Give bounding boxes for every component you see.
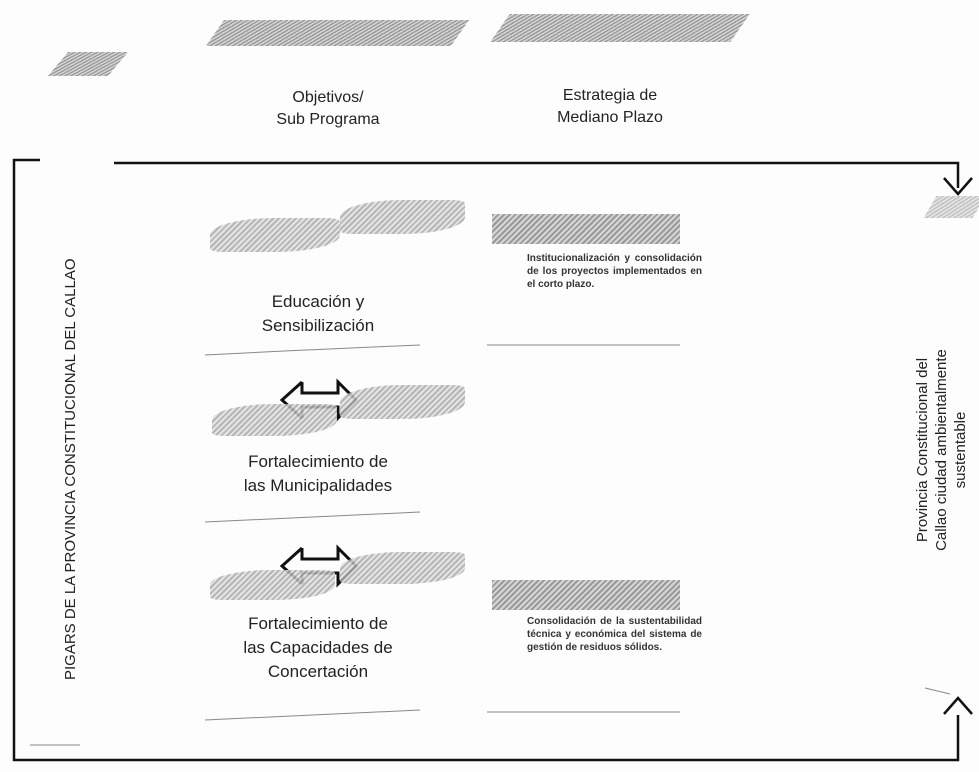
strategy-2-bar xyxy=(492,580,680,610)
program-2-wave-left xyxy=(212,404,337,436)
program-2-wave-right xyxy=(340,385,465,419)
right-vertical-label: Provincia Constitucional del Callao ciud… xyxy=(914,349,969,551)
program-3-wave-right xyxy=(340,552,465,584)
program-municipalities-label: Fortalecimiento de las Municipalidades xyxy=(243,452,393,495)
program-concertation-label: Fortalecimiento de las Capacidades de Co… xyxy=(243,614,393,681)
right-top-arrowhead xyxy=(943,177,973,196)
right-bottom-arrowhead xyxy=(943,696,973,715)
program-1-wave-left xyxy=(210,218,340,252)
left-bracket-line xyxy=(12,158,960,762)
strategy-1-bar xyxy=(492,214,680,244)
strategy-header: Estrategia de Mediano Plazo xyxy=(557,87,663,126)
program-education-label: Educación y Sensibilización xyxy=(261,292,375,335)
program-1-wave-right xyxy=(340,200,465,234)
left-vertical-label: PIGARS DE LA PROVINCIA CONSTITUCIONAL DE… xyxy=(62,258,79,680)
program-3-wave-left xyxy=(210,570,335,600)
objectives-header: Objetivos/ Sub Programa xyxy=(276,89,380,128)
strategy-2-text: Consolidación de la sustentabilidad técn… xyxy=(527,616,702,653)
top-flow-line xyxy=(114,161,960,188)
strategy-1-text: Institucionalización y consolidación de … xyxy=(527,253,702,290)
